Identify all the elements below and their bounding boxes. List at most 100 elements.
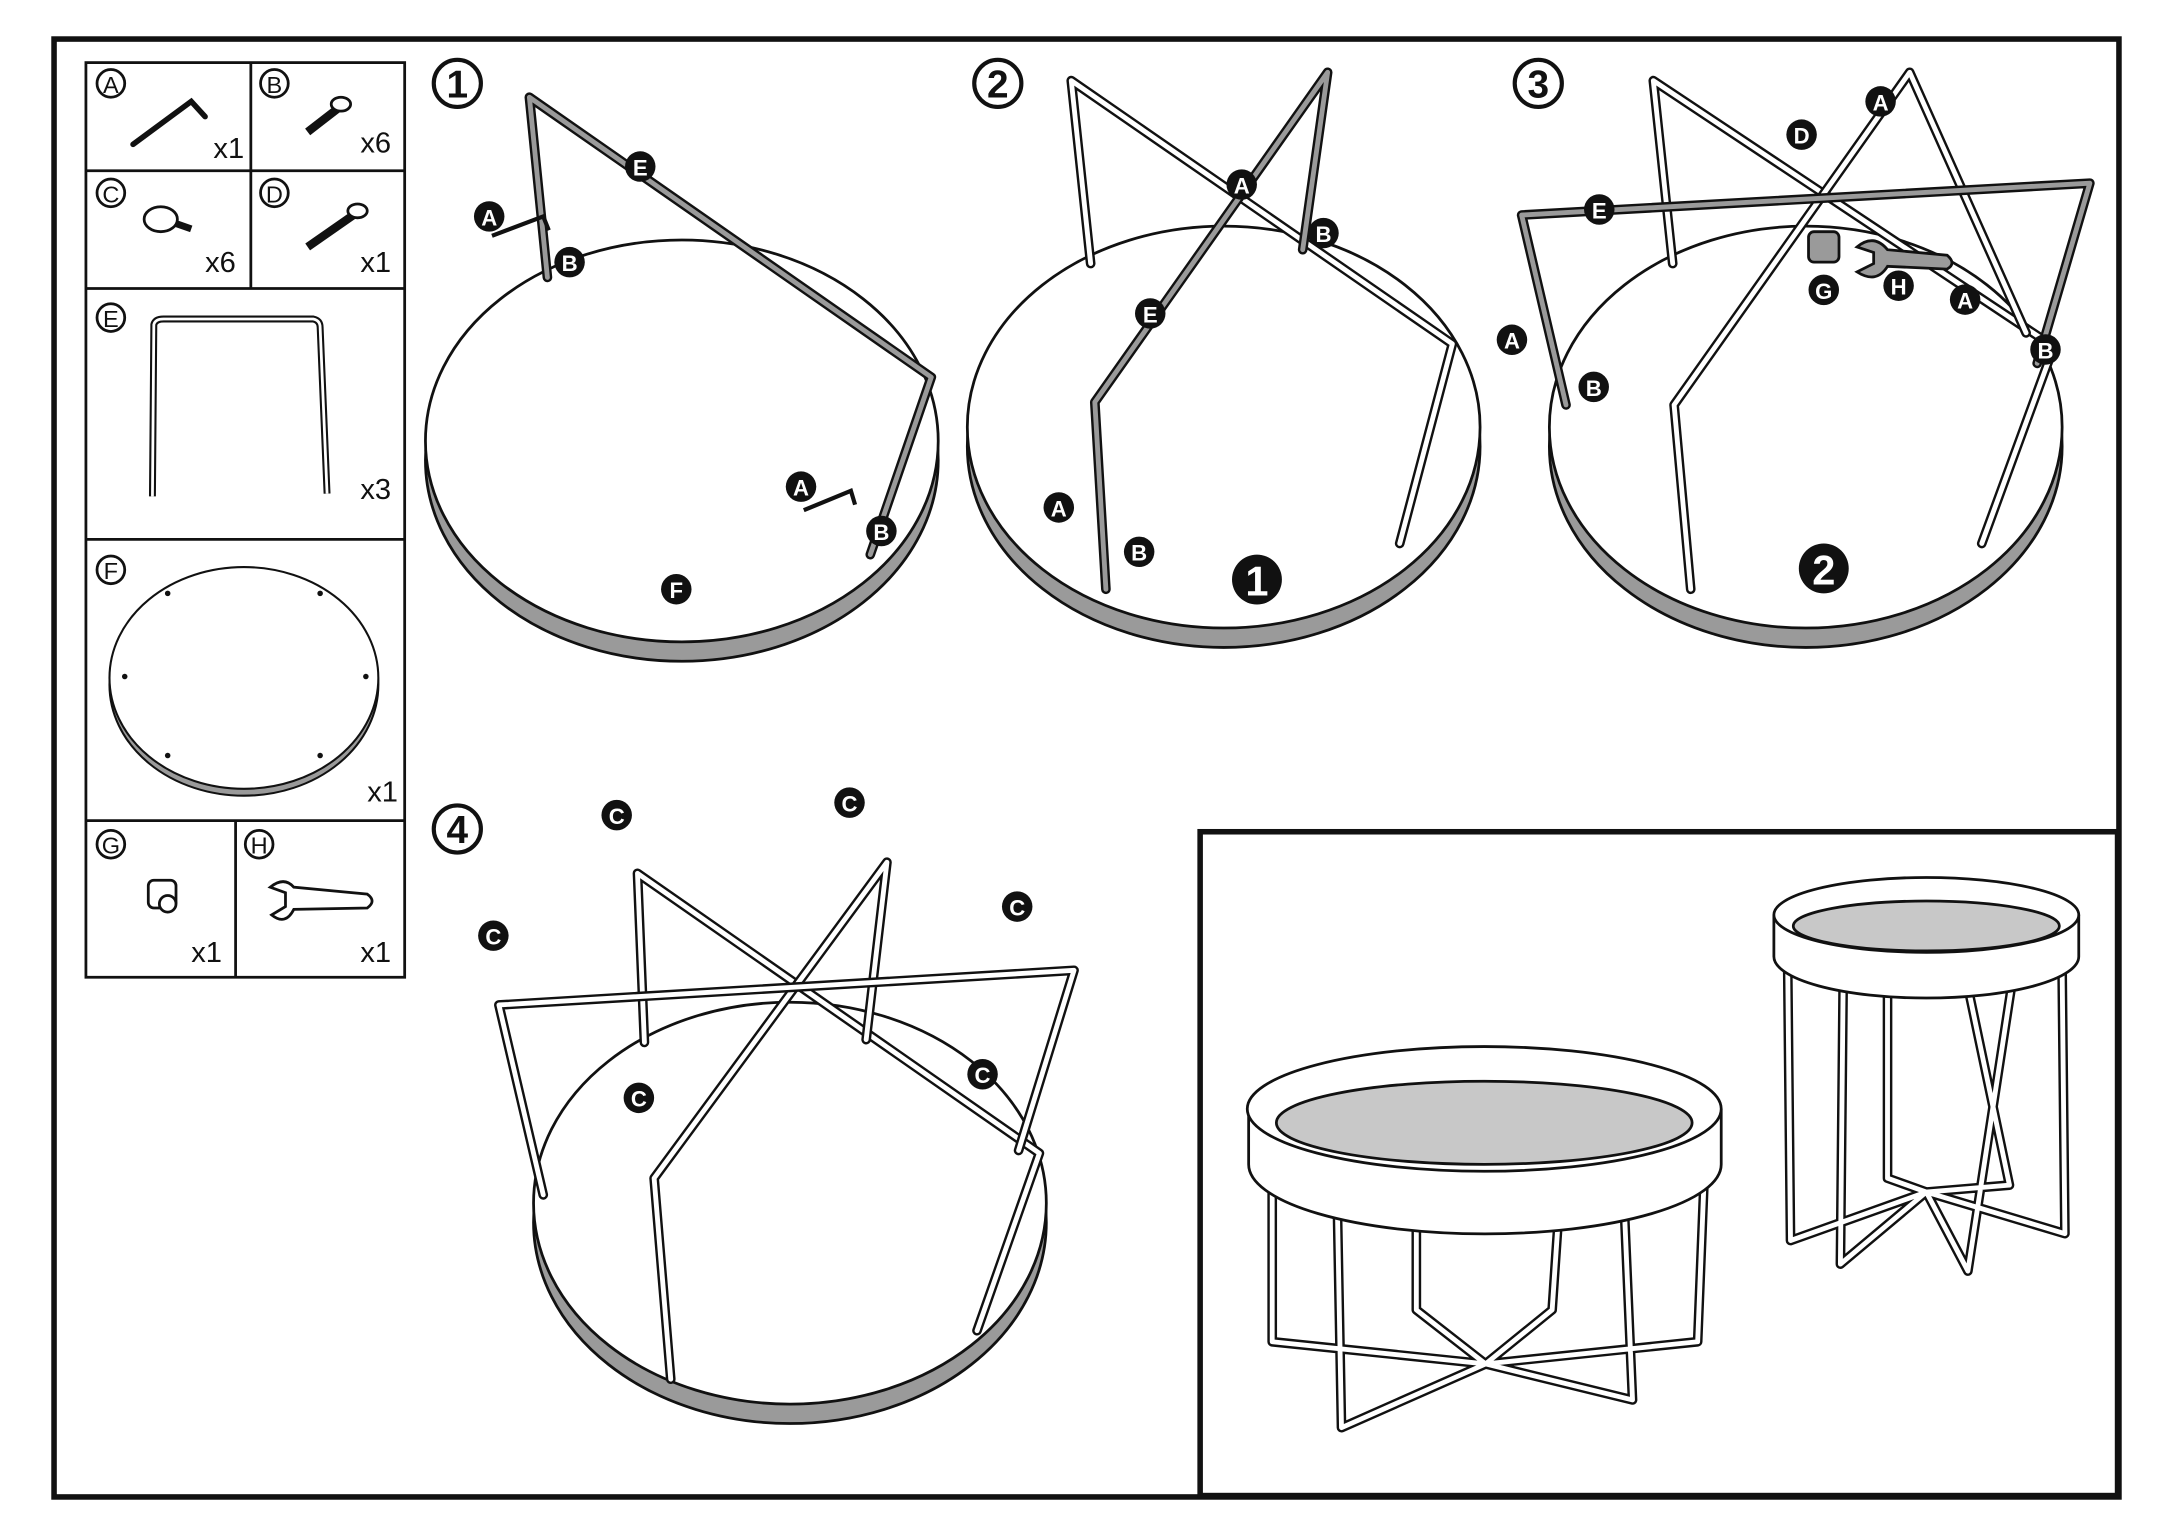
part-h: H x1 [243,828,391,969]
callout-label: C [842,792,858,817]
callout-label: B [1131,541,1147,566]
part-qty: x3 [360,474,391,506]
callout-marker [478,920,509,951]
part-g: G x1 [95,828,222,969]
callout-label: C [485,925,501,950]
part-qty: x1 [213,133,244,165]
callout-marker [1808,274,1840,306]
callout-label: C [975,1063,991,1088]
callout-marker [967,1059,998,1090]
callout-label: B [1315,222,1331,247]
step-4 [494,857,1079,1425]
callout-label: A [793,476,809,501]
callout-label: H [1891,275,1907,300]
step-number: 4 [447,809,469,852]
callout-marker [1226,169,1257,200]
bolt-icon [305,95,353,136]
callout-label: A [1504,329,1520,354]
callout-marker [1496,324,1528,356]
callout-label: 2 [1812,546,1835,593]
callout-marker [1786,119,1817,150]
callout-marker [1001,891,1033,922]
callout-marker [1949,284,1981,315]
part-qty: x1 [360,937,391,969]
callout-marker [1798,543,1849,594]
part-label: B [267,72,283,98]
part-qty: x6 [205,247,236,279]
callout-label: G [1815,279,1832,304]
callout-label: D [1794,124,1810,149]
table-top-icon [108,566,380,797]
callout-marker [623,1082,655,1114]
callout-marker [1232,554,1282,605]
callout-marker [785,471,817,502]
callout-label: C [631,1087,647,1112]
callout-marker [834,787,865,818]
part-label: E [103,306,119,332]
step-1 [424,92,940,663]
callout-label: B [873,520,889,545]
step-2 [965,67,1482,649]
callout-label: 1 [1245,557,1268,604]
wrench-icon [1854,239,1954,279]
part-e: E x3 [95,302,391,506]
step-number: 1 [447,63,469,106]
callout-marker [1135,298,1166,329]
step-number-circle [1512,57,1564,110]
part-label: H [251,833,268,859]
small-table [1772,876,2081,1276]
callout-label: B [1586,376,1602,401]
long-bolt-icon [305,202,369,251]
foot-glide-icon [142,205,193,234]
step-number-circle [431,57,483,110]
part-d: D x1 [259,177,391,279]
callout-label: F [670,578,684,603]
callout-label: A [1051,496,1067,521]
callout-label: A [1234,173,1250,198]
wrench-icon [267,880,374,921]
callout-marker [554,246,585,278]
part-label: D [266,181,283,207]
leg-frame-icon [148,315,331,497]
callout-label: C [609,804,625,829]
part-f: F x1 [95,554,398,808]
part-label: A [103,72,119,98]
callout-label: B [2037,338,2053,363]
callout-marker [1043,492,1075,523]
callout-marker [473,201,505,232]
callout-marker [625,151,656,182]
step-number-circle [972,57,1024,110]
part-b: B x6 [259,68,391,160]
callout-label: A [1873,90,1889,115]
callout-marker [1865,86,1896,117]
callout-label: A [481,205,497,230]
part-label: G [102,833,120,859]
nut-icon [146,878,178,914]
part-a: A x1 [95,68,244,165]
callout-marker [1584,194,1615,225]
callout-label: A [1957,288,1973,313]
callout-marker [866,515,897,547]
callout-marker [1578,371,1609,403]
step-number: 3 [1527,63,1549,106]
callout-label: E [1143,302,1158,327]
finished-tables-view [1197,828,2121,1499]
callout-marker [661,573,692,605]
part-label: F [104,558,118,584]
callout-label: C [1009,895,1025,920]
callout-marker [1308,217,1339,249]
callout-marker [1883,270,1914,301]
step-3 [1516,67,2095,649]
callout-marker [2030,334,2061,365]
callout-marker [1123,536,1155,568]
callout-label: E [1592,198,1607,223]
callout-label: E [633,155,648,180]
part-label: C [102,181,119,207]
part-c: C x6 [95,177,236,279]
callout-label: B [562,251,578,276]
part-qty: x6 [360,128,391,160]
part-qty: x1 [191,937,222,969]
callout-marker [601,799,632,831]
large-table [1245,1045,1723,1433]
